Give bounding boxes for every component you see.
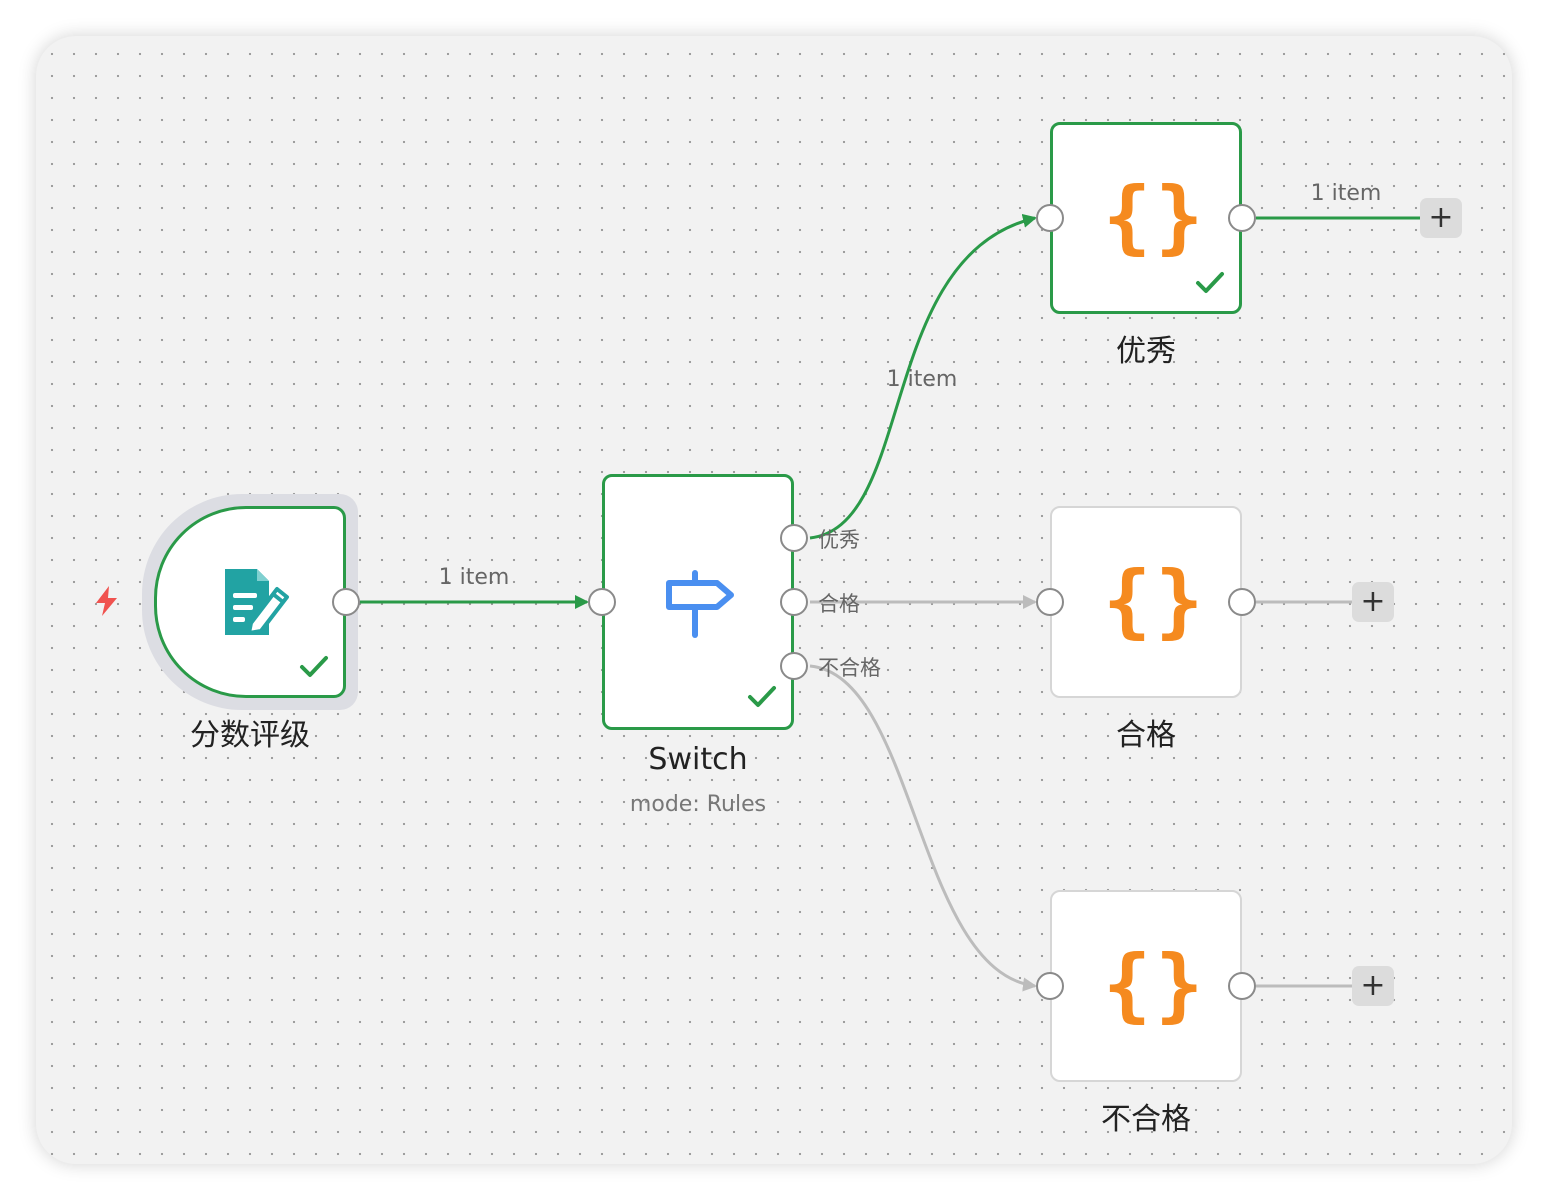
trigger-title: 分数评级 bbox=[190, 718, 310, 753]
code-pass-input-handle[interactable] bbox=[1036, 588, 1064, 616]
code-pass-output-handle[interactable] bbox=[1228, 588, 1256, 616]
code-excellent-input-handle[interactable] bbox=[1036, 204, 1064, 232]
edge-label-excellent-out: 1 item bbox=[1311, 181, 1382, 206]
braces-icon: {} bbox=[1103, 170, 1208, 263]
add-node-button-excellent[interactable]: + bbox=[1420, 198, 1462, 238]
trigger-output-handle[interactable] bbox=[332, 588, 360, 616]
code-node-excellent[interactable]: {} bbox=[1050, 122, 1242, 314]
code-fail-title: 不合格 bbox=[1101, 1102, 1191, 1137]
braces-icon: {} bbox=[1103, 938, 1208, 1031]
success-check-icon bbox=[1196, 272, 1224, 293]
trigger-node[interactable] bbox=[154, 506, 346, 698]
code-fail-output-handle[interactable] bbox=[1228, 972, 1256, 1000]
add-node-button-pass[interactable]: + bbox=[1352, 582, 1394, 622]
edge-label-trigger-to-switch: 1 item bbox=[439, 565, 510, 590]
code-excellent-output-handle[interactable] bbox=[1228, 204, 1256, 232]
connections-layer: 1 item 1 item 1 item bbox=[360, 181, 1420, 992]
success-check-icon bbox=[300, 656, 328, 677]
workflow-canvas[interactable]: 1 item 1 item 1 item 分数评级 bbox=[36, 36, 1512, 1164]
success-check-icon bbox=[748, 686, 776, 707]
switch-node[interactable] bbox=[602, 474, 794, 730]
switch-output-handle-fail[interactable] bbox=[780, 652, 808, 680]
switch-output-handle-excellent[interactable] bbox=[780, 524, 808, 552]
form-edit-icon bbox=[225, 569, 289, 635]
signpost-icon bbox=[666, 570, 734, 638]
lightning-icon bbox=[96, 586, 117, 616]
code-pass-title: 合格 bbox=[1116, 718, 1176, 753]
code-excellent-title: 优秀 bbox=[1116, 334, 1176, 369]
braces-icon: {} bbox=[1103, 554, 1208, 647]
edge-label-switch-to-excellent: 1 item bbox=[887, 367, 958, 392]
code-fail-input-handle[interactable] bbox=[1036, 972, 1064, 1000]
add-node-button-fail[interactable]: + bbox=[1352, 966, 1394, 1006]
code-node-fail[interactable]: {} bbox=[1050, 890, 1242, 1082]
switch-input-handle[interactable] bbox=[588, 588, 616, 616]
switch-title: Switch bbox=[648, 742, 748, 777]
edge-switch-to-excellent[interactable] bbox=[809, 214, 1037, 540]
switch-output-label-excellent: 优秀 bbox=[818, 528, 860, 552]
switch-output-label-fail: 不合格 bbox=[818, 656, 881, 680]
switch-output-handle-pass[interactable] bbox=[780, 588, 808, 616]
code-node-pass[interactable]: {} bbox=[1050, 506, 1242, 698]
switch-output-label-pass: 合格 bbox=[818, 592, 860, 616]
edge-switch-to-fail[interactable] bbox=[809, 664, 1037, 992]
switch-subtitle: mode: Rules bbox=[629, 792, 767, 817]
